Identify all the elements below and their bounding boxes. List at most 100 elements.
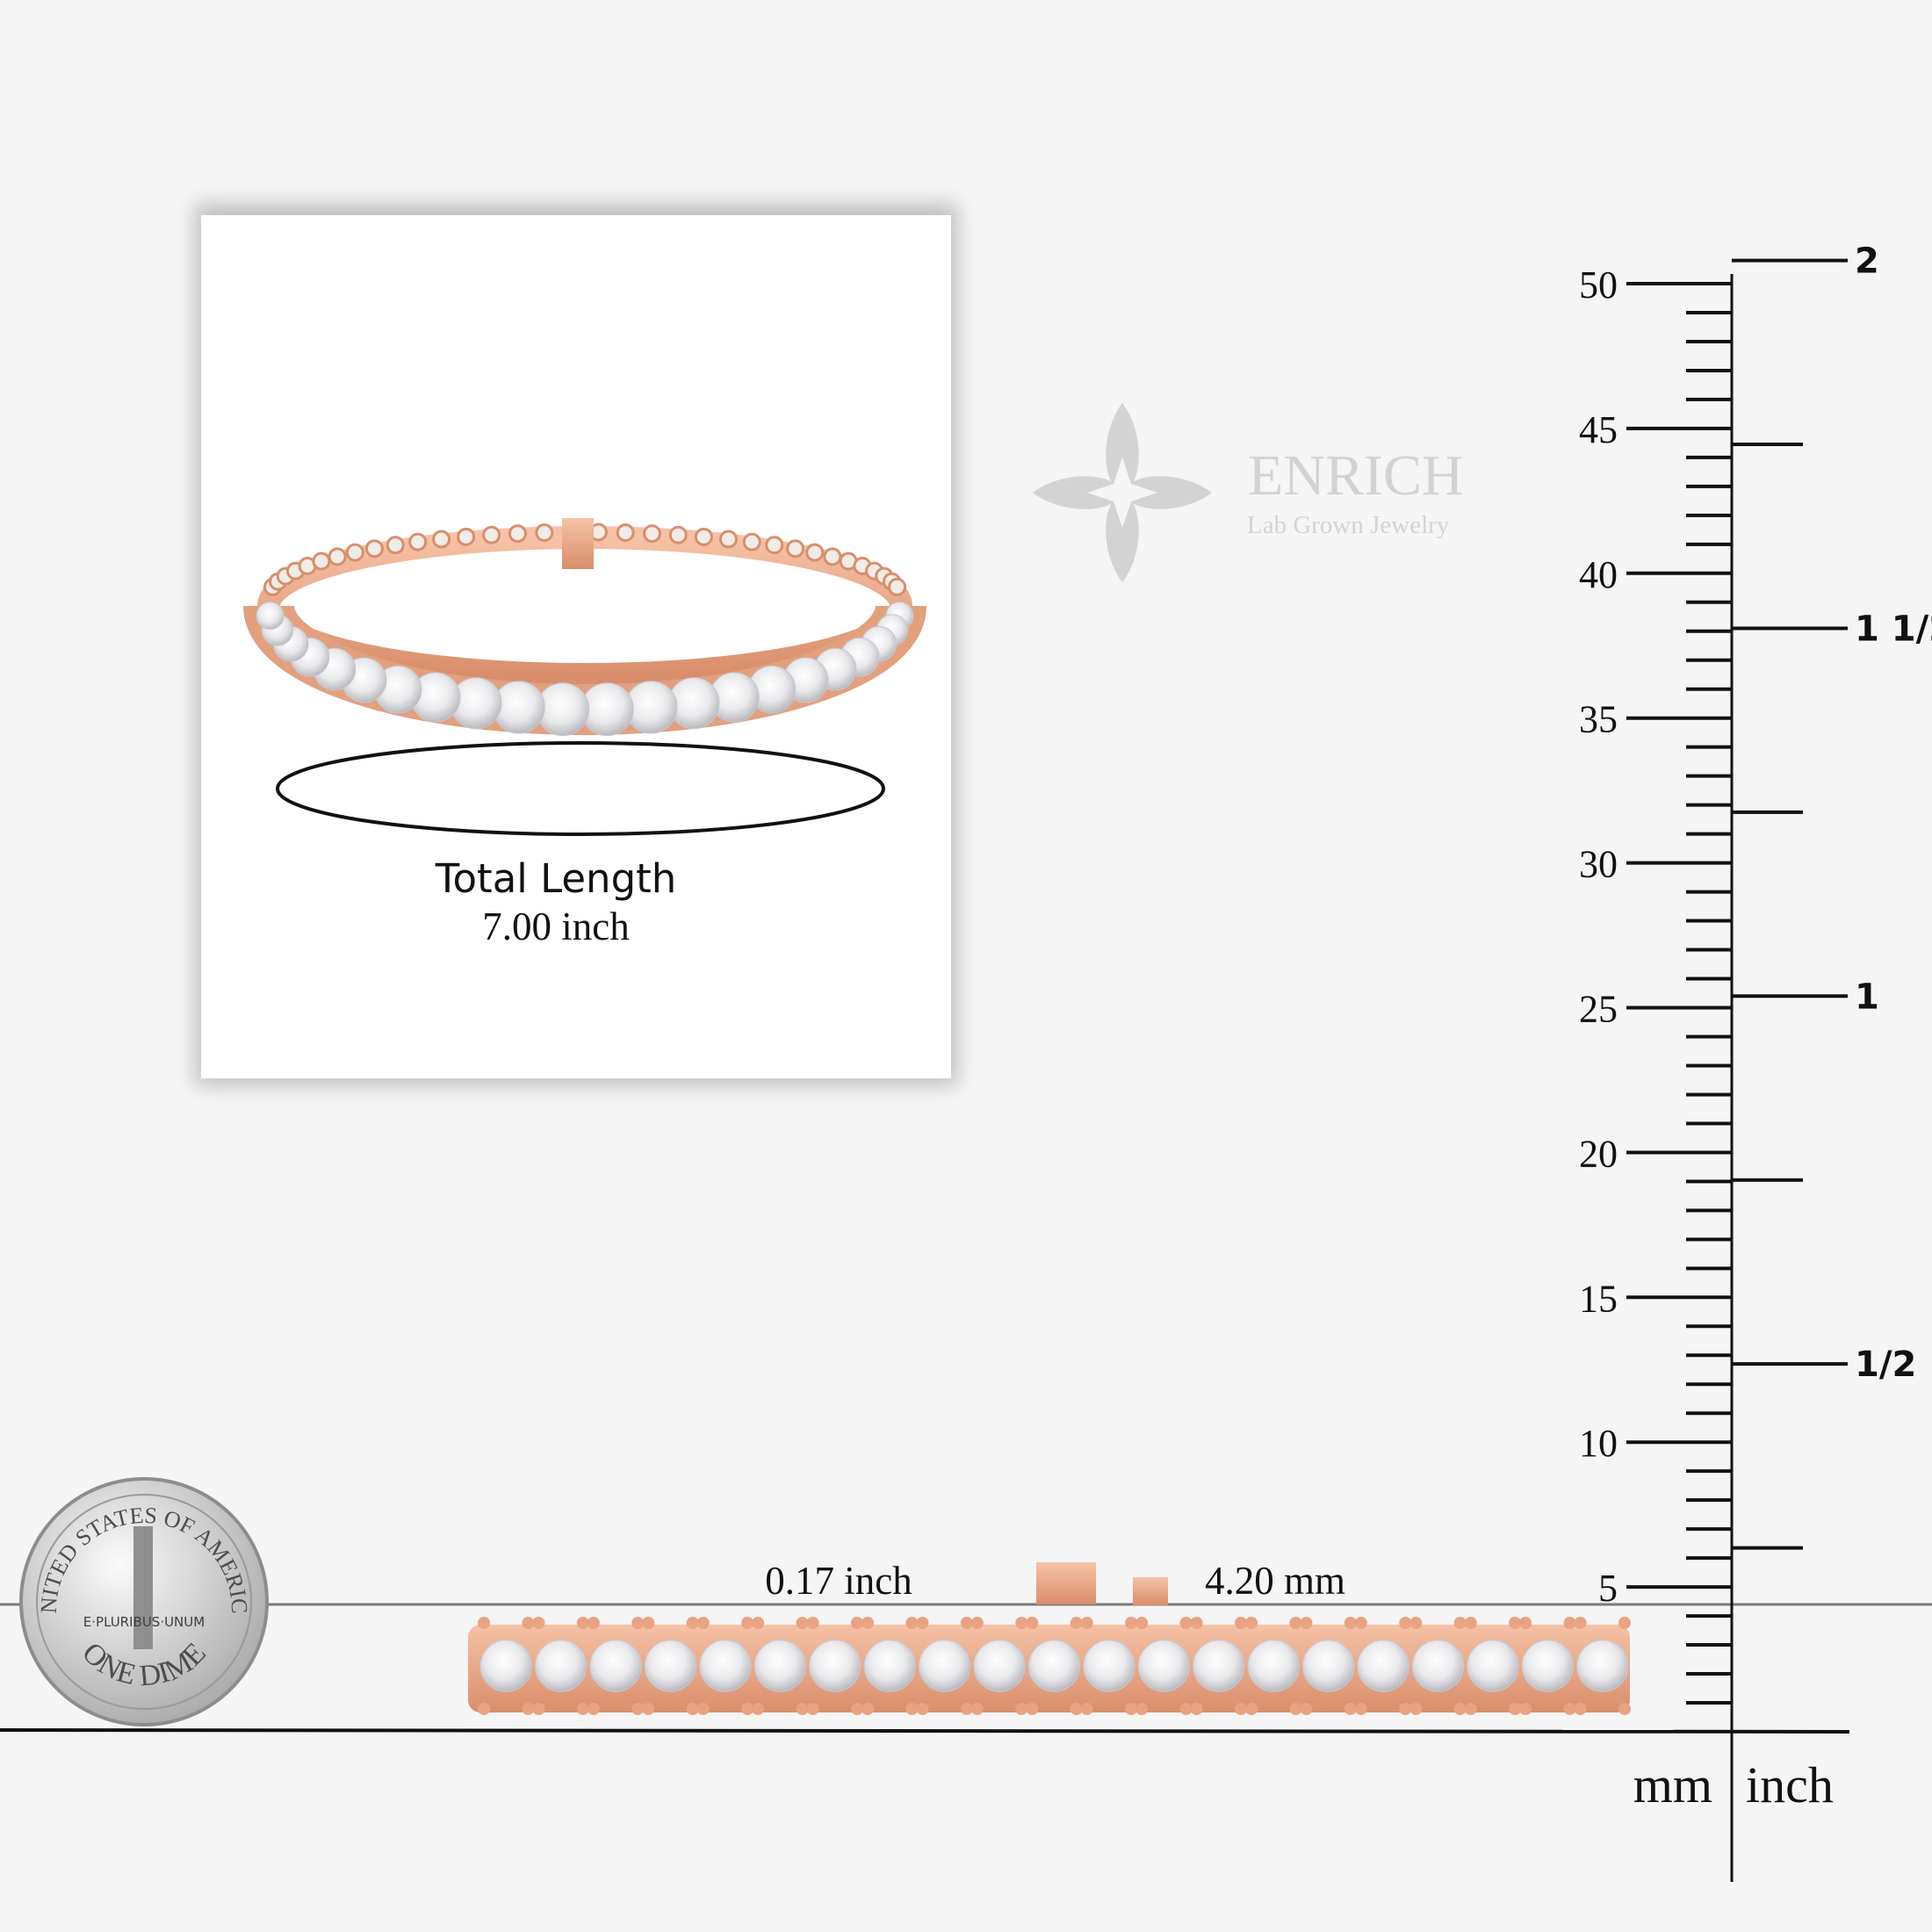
brand-logo: ENRICH Lab Grown Jewelry [1033,403,1464,582]
prong [1300,1617,1313,1629]
prong [642,1617,655,1629]
bracelet-perspective-image [243,518,926,737]
mm-tick-label: 5 [1598,1567,1618,1610]
prong [696,1703,710,1715]
prong [1464,1703,1477,1715]
prong [1399,1617,1412,1629]
back-stone [312,551,331,571]
prong [796,1703,809,1715]
front-stone [256,602,285,631]
back-stone [805,543,825,562]
prong [587,1703,600,1715]
prong [1453,1703,1467,1715]
inch-tick-label: 1/2 [1855,1344,1916,1385]
prong [741,1703,754,1715]
prong [1344,1617,1357,1629]
mm-unit-label: mm [1633,1756,1712,1813]
diamond-stone [973,1640,1026,1692]
prong [587,1617,600,1629]
diamond-stone [863,1640,916,1692]
prong [970,1703,984,1715]
prong [1519,1703,1532,1715]
diamond-stone [1301,1640,1355,1692]
total-length-label: Total Length [435,855,677,902]
prong [522,1617,535,1629]
prong [686,1703,699,1715]
prong [796,1617,809,1629]
prong [522,1703,535,1715]
diamond-stone [1137,1640,1191,1692]
diamond-stone [589,1640,642,1692]
prong [851,1703,863,1715]
prong [631,1617,645,1629]
back-stone [508,524,527,544]
prong [916,1617,929,1629]
prong [1509,1703,1522,1715]
torch-icon [133,1526,153,1649]
back-stone [386,536,405,555]
prong [1179,1617,1193,1629]
prong [1080,1703,1093,1715]
prong [1300,1703,1313,1715]
prong [861,1703,874,1715]
prong [1344,1703,1357,1715]
prong [1125,1703,1138,1715]
prong [631,1703,645,1715]
back-stone [765,536,784,555]
prong [1354,1617,1367,1629]
prong [1574,1617,1587,1629]
prong [1509,1617,1522,1629]
prong [1190,1617,1203,1629]
prong [1015,1703,1028,1715]
diamond-stone [1027,1640,1081,1692]
flower-logo-icon [1033,403,1212,582]
prong [686,1617,699,1629]
back-stone [694,527,713,546]
back-stone [742,532,761,551]
prong [1026,1703,1039,1715]
prong [1070,1703,1083,1715]
mm-tick-label: 45 [1579,408,1618,451]
prong [905,1617,919,1629]
prong [1354,1703,1367,1715]
back-stone [535,523,554,543]
prong [696,1617,710,1629]
prong [1563,1703,1576,1715]
back-stone [718,530,738,549]
prong [1399,1703,1412,1715]
prong [1070,1617,1083,1629]
prong [1453,1617,1467,1629]
back-stone [482,525,501,544]
prong [1409,1703,1423,1715]
prong [1190,1703,1203,1715]
back-stone [364,539,384,559]
prong [1026,1617,1039,1629]
prong [970,1617,984,1629]
diamond-stone [699,1640,752,1692]
mm-tick-label: 50 [1579,263,1618,306]
back-stone [432,530,451,549]
back-stone [786,539,805,559]
inch-tick-label: 1 [1855,977,1879,1017]
info-card: Total Length 7.00 inch [195,204,957,1085]
diamond-stone [1247,1640,1300,1692]
prong [1235,1703,1247,1715]
clasp-box [1036,1562,1096,1604]
brand-tagline: Lab Grown Jewelry [1247,511,1450,539]
bracelet-side-view [468,1562,1631,1715]
prong [1574,1703,1587,1715]
brand-name: ENRICH [1248,443,1464,508]
mm-tick-label: 20 [1579,1132,1618,1175]
back-stone [457,527,476,546]
prong [1289,1703,1302,1715]
back-stone [408,532,428,551]
back-stone [616,523,635,543]
prong [532,1703,545,1715]
inch-unit-label: inch [1746,1756,1834,1813]
diamond-stone [753,1640,807,1692]
clasp-latch [1133,1577,1168,1605]
prong [1235,1617,1247,1629]
mm-tick-label: 35 [1579,698,1618,741]
inch-tick-label: 2 [1855,242,1879,282]
